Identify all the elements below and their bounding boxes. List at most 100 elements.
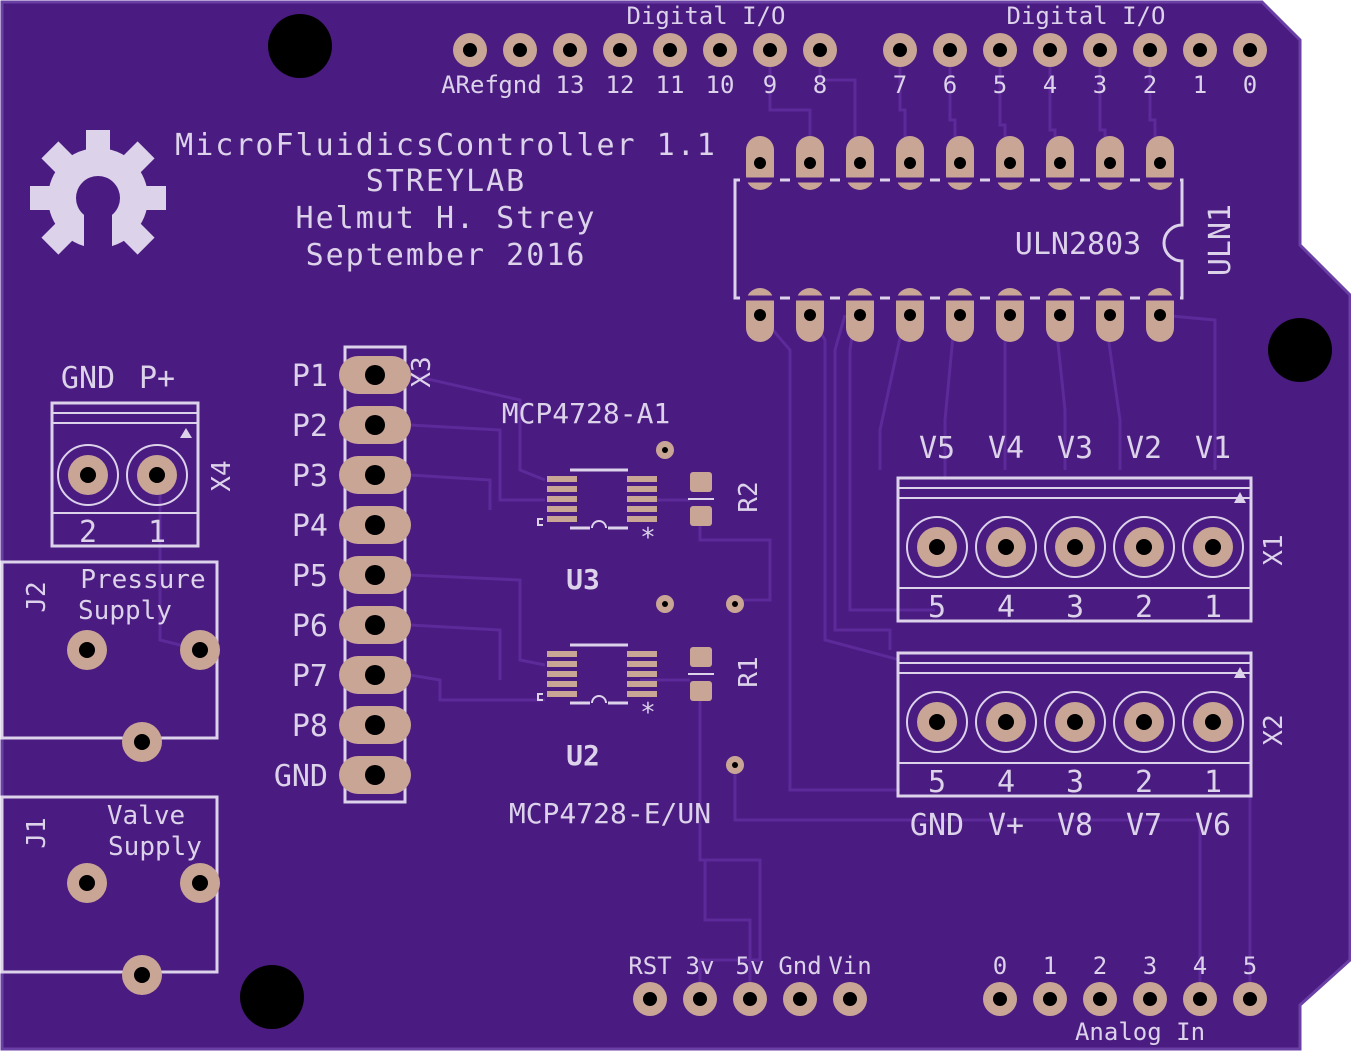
digital-pin-pad [553, 33, 587, 67]
uln-pin-pad [996, 136, 1024, 190]
analog-pin-label: 1 [1043, 952, 1057, 980]
digital-io-label-left: Digital I/O [627, 2, 786, 30]
u2-part: MCP4728-E/UN [509, 797, 711, 830]
uln-pin-pad [846, 288, 874, 342]
x3-pin-label: P4 [292, 509, 328, 544]
u3-chip: MCP4728-A1 * U3 [502, 397, 674, 596]
analog-pin-label: 5 [1243, 952, 1257, 980]
x2-name: X2 [1259, 714, 1289, 745]
smd-pad-group [547, 651, 577, 697]
x3-pin-pad [339, 756, 411, 794]
x2-terminal-pad [906, 691, 968, 753]
power-pin-pad [683, 982, 717, 1016]
r1-resistor: R1 [688, 647, 764, 701]
x4-terminal-pad [57, 444, 119, 506]
uln-pin-pad [1096, 136, 1124, 190]
u2-chip: * U2 MCP4728-E/UN [509, 595, 744, 830]
smd-pad-group [627, 476, 657, 522]
uln-pin-pad [946, 136, 974, 190]
j2-name: J2 [22, 581, 52, 612]
u2-pin1-marker: * [640, 698, 656, 728]
digital-pin-label: 7 [893, 71, 907, 99]
power-pin-pad [783, 982, 817, 1016]
power-pin-label: Gnd [778, 952, 821, 980]
power-pin-pad [833, 982, 867, 1016]
j2-line2: Supply [78, 596, 172, 626]
x1-terminal-pad [906, 516, 968, 578]
uln-pin-pad [946, 288, 974, 342]
x3-pin-pad [339, 506, 411, 544]
digital-pin-pad [1183, 33, 1217, 67]
uln-pin-pad [1146, 288, 1174, 342]
x3-pin-label: P8 [292, 709, 328, 744]
x1-pin-number: 1 [1204, 590, 1222, 625]
uln-chip: ULN2803 ULN1 [733, 136, 1238, 342]
x4-terminal-pad [126, 444, 188, 506]
analog-pin-pad [1083, 982, 1117, 1016]
analog-pin-label: 3 [1143, 952, 1157, 980]
analog-pin-pad [983, 982, 1017, 1016]
digital-pin-label: 8 [813, 71, 827, 99]
power-pin-label: 5v [736, 952, 765, 980]
x4-pin1-arrow-icon [180, 428, 192, 438]
x2-terminal-pad [1113, 691, 1175, 753]
j1-line1: Valve [107, 801, 185, 831]
digital-pin-label: 13 [556, 71, 585, 99]
uln-pin-pad [896, 288, 924, 342]
x2-pin-number: 5 [928, 765, 946, 800]
u3-pin1-marker: * [640, 523, 656, 553]
project-title: MicroFluidicsController 1.1 [175, 128, 717, 163]
x2-signal-label: V8 [1057, 808, 1093, 843]
x1-terminal-pad [975, 516, 1037, 578]
jack-pin-pad [180, 863, 220, 903]
x4-signal-label: P+ [139, 361, 175, 396]
uln-pin-pad [796, 288, 824, 342]
x2-signal-label: V7 [1126, 808, 1162, 843]
digital-pin-label: 1 [1193, 71, 1207, 99]
uln-pin-pad [1096, 288, 1124, 342]
lab-name: STREYLAB [366, 164, 527, 199]
x1-terminal-pad [1113, 516, 1175, 578]
digital-pin-label: 12 [606, 71, 635, 99]
x1-pin-number: 5 [928, 590, 946, 625]
analog-pin-pad [1133, 982, 1167, 1016]
x2-terminal-pad [1044, 691, 1106, 753]
digital-pin-pad [1033, 33, 1067, 67]
x2-terminal-pad [975, 691, 1037, 753]
smd-pad-group [627, 651, 657, 697]
x1-signal-label: V3 [1057, 431, 1093, 466]
digital-pin-pad [653, 33, 687, 67]
digital-pin-pad [503, 33, 537, 67]
mounting-hole [1268, 318, 1332, 382]
title-block: MicroFluidicsController 1.1 STREYLAB Hel… [175, 128, 717, 273]
uln-part: ULN2803 [1015, 227, 1141, 262]
analog-pin-label: 0 [993, 952, 1007, 980]
uln-pin-pad [896, 136, 924, 190]
x1-pin-number: 2 [1135, 590, 1153, 625]
x3-pin-label: P1 [292, 359, 328, 394]
u2-name: U2 [566, 739, 600, 772]
jack-pin-pad [122, 722, 162, 762]
uln-name: ULN1 [1203, 204, 1238, 276]
digital-pin-pad [983, 33, 1017, 67]
x3-pin-pad [339, 406, 411, 444]
x1-terminal-pad [1044, 516, 1106, 578]
x3-name: X3 [407, 356, 437, 387]
design-date: September 2016 [306, 238, 587, 273]
x1-outline [896, 476, 1253, 623]
digital-pin-label: 11 [656, 71, 685, 99]
digital-pin-label: 4 [1043, 71, 1057, 99]
smd-pad-group [547, 476, 577, 522]
x2-pin-number: 4 [997, 765, 1015, 800]
digital-pin-pad [1233, 33, 1267, 67]
uln-pin-pad [746, 136, 774, 190]
x1-terminal-pad [1182, 516, 1244, 578]
x3-pin-label: P2 [292, 409, 328, 444]
x2-signal-label: GND [910, 808, 964, 843]
x1-pin-number: 3 [1066, 590, 1084, 625]
j1-line2: Supply [108, 832, 202, 862]
